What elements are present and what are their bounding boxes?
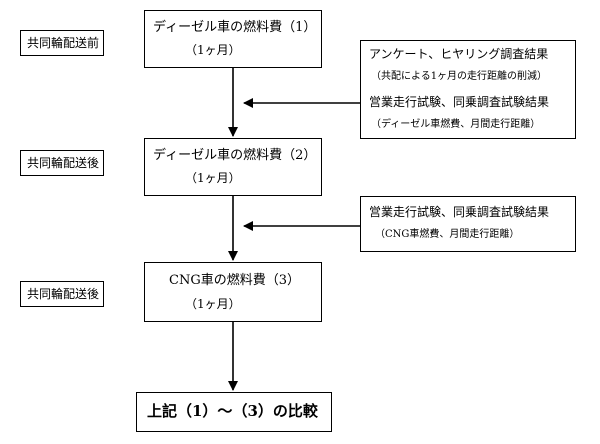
input-2-box: 営業走行試験、同乗調査試験結果 （CNG車燃費、月間走行距離） — [360, 196, 576, 252]
result-box: 上記（1）〜（3）の比較 — [136, 392, 332, 432]
result-text: 上記（1）〜（3）の比較 — [147, 402, 318, 420]
input-1-line4: （ディーゼル車燃費、月間走行距離） — [371, 119, 541, 130]
stage-1-label: 共同輪配送前 — [27, 36, 100, 50]
stage-2-line1: ディーゼル車の燃料費（2） — [153, 148, 317, 163]
stage-2-label: 共同輪配送後 — [27, 156, 100, 170]
input-1-line2: （共配による1ヶ月の走行距離の削減） — [371, 71, 548, 82]
stage-1-box: ディーゼル車の燃料費（1） （1ヶ月） — [144, 10, 322, 68]
stage-2-box: ディーゼル車の燃料費（2） （1ヶ月） — [144, 138, 322, 196]
input-1-line1: アンケート、ヒヤリング調査結果 — [369, 47, 549, 61]
stage-2-label-box: 共同輪配送後 — [20, 150, 104, 176]
stage-1-line1: ディーゼル車の燃料費（1） — [153, 20, 317, 35]
stage-1-label-box: 共同輪配送前 — [20, 30, 104, 56]
stage-3-label: 共同輪配送後 — [27, 287, 100, 301]
stage-1-line2: （1ヶ月） — [185, 43, 241, 57]
stage-3-box: CNG車の燃料費（3） （1ヶ月） — [144, 262, 322, 322]
input-1-line3: 営業走行試験、同乗調査試験結果 — [369, 95, 550, 109]
stage-2-line2: （1ヶ月） — [185, 171, 241, 185]
stage-3-label-box: 共同輪配送後 — [20, 281, 104, 307]
input-2-line1: 営業走行試験、同乗調査試験結果 — [369, 205, 550, 219]
input-2-line2: （CNG車燃費、月間走行距離） — [375, 229, 520, 240]
input-1-box: アンケート、ヒヤリング調査結果 （共配による1ヶ月の走行距離の削減） 営業走行試… — [360, 40, 576, 139]
stage-3-line1: CNG車の燃料費（3） — [169, 273, 300, 288]
stage-3-line2: （1ヶ月） — [185, 297, 241, 311]
